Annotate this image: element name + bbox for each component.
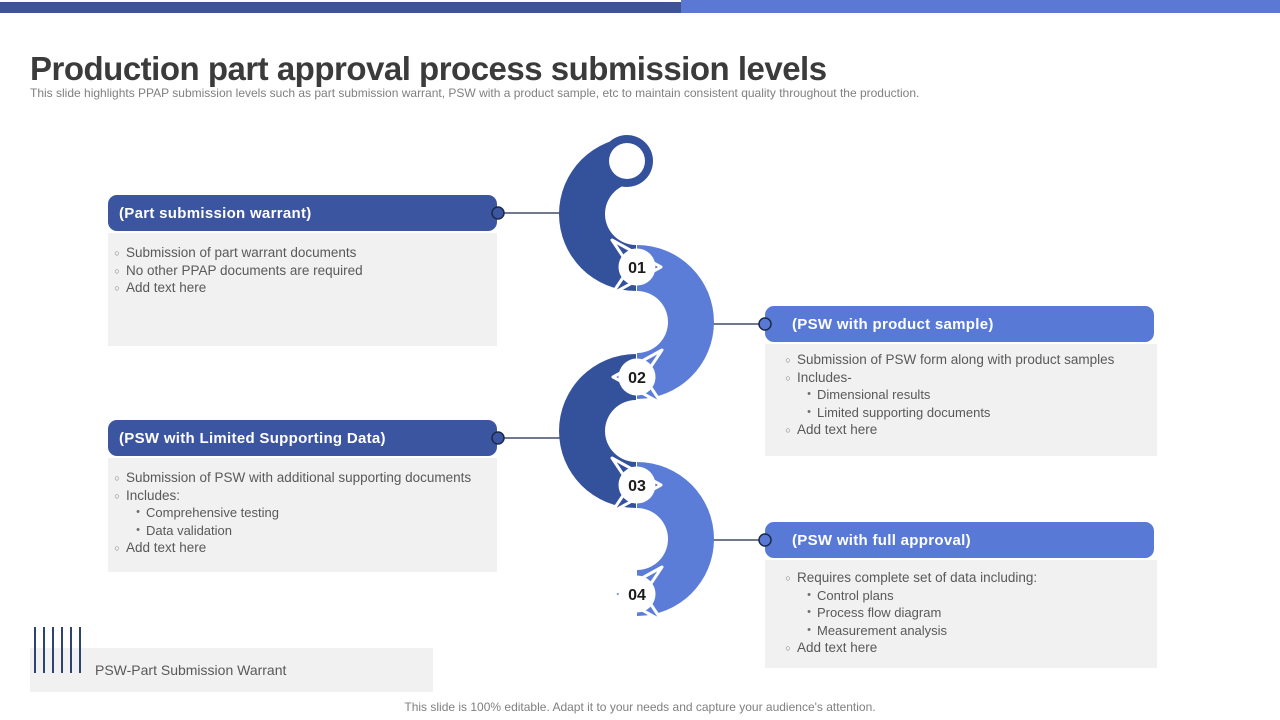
step2-number-circle: [618, 358, 656, 396]
bullet-marker: •: [136, 506, 140, 518]
bullet-marker: •: [807, 606, 811, 618]
list-item: ○ Includes:: [108, 487, 483, 505]
bullet-text: Add text here: [126, 280, 207, 295]
bullet-marker: ○: [114, 490, 120, 501]
top-accent-bar-dark: [0, 2, 681, 13]
bullet-marker: ○: [114, 283, 120, 293]
hatch-lines-icon: [34, 627, 82, 673]
bullet-marker: ○: [114, 543, 120, 553]
arrow-step1-icon: [610, 238, 663, 296]
bullet-marker: ○: [785, 573, 791, 583]
bullet-text: Data validation: [146, 522, 232, 538]
step1-header-label: (Part submission warrant): [119, 204, 312, 222]
start-circle: [609, 143, 645, 179]
bullet-text: Submission of PSW with additional suppor…: [126, 470, 472, 485]
start-ring: [601, 135, 653, 187]
bullet-text: Dimensional results: [817, 387, 931, 402]
bullet-marker: •: [136, 523, 140, 536]
step3-number: 03: [628, 478, 646, 495]
bullet-text: Includes-: [797, 369, 852, 385]
arc-segment-4: [637, 462, 714, 616]
bullet-text: Submission of part warrant documents: [126, 245, 357, 260]
bullet-text: Add text here: [797, 640, 878, 655]
arc-segment-3: [559, 354, 636, 508]
list-item: ○ Submission of part warrant documents: [108, 244, 483, 262]
bullet-text: Includes:: [126, 487, 181, 503]
bullet-text: Measurement analysis: [817, 622, 948, 638]
bullet-text: Add text here: [797, 422, 878, 437]
list-item: ○ Add text here: [108, 539, 483, 557]
bullet-marker: •: [807, 388, 811, 400]
slide-title: Production part approval process submiss…: [30, 50, 827, 88]
arc-segment-1: [559, 137, 636, 291]
bullet-text: Add text here: [126, 540, 207, 555]
step3-header-label: (PSW with Limited Supporting Data): [119, 429, 386, 447]
bullet-marker: ○: [785, 372, 791, 383]
list-item: ○ Submission of PSW form along with produ…: [779, 351, 1133, 369]
bullet-text: Process flow diagram: [817, 605, 942, 620]
bullet-marker: ○: [785, 355, 791, 365]
list-item: ○ No other PPAP documents are required: [108, 262, 483, 280]
step1-number-circle: [618, 248, 656, 286]
arrow-step2-icon: [611, 348, 664, 406]
bullet-marker: ○: [114, 265, 120, 276]
bullet-marker: ○: [785, 425, 791, 435]
step1-header: (Part submission warrant): [108, 195, 497, 231]
arrow-step4-icon: [611, 565, 664, 623]
legend-label: PSW-Part Submission Warrant: [95, 662, 287, 678]
list-item: ○ Submission of PSW with additional suppo…: [108, 469, 483, 487]
step4-header-label: (PSW with full approval): [792, 531, 971, 549]
bullet-text: Requires complete set of data including:: [797, 570, 1038, 585]
step4-header: (PSW with full approval): [765, 522, 1154, 558]
step4-bullet-list: ○ Requires complete set of data including…: [779, 569, 1133, 657]
list-item: ○ Includes-: [779, 369, 1133, 387]
list-item: • Limited supporting documents: [779, 404, 1133, 422]
step2-header-label: (PSW with product sample): [792, 315, 994, 333]
step3-number-circle: [618, 466, 656, 504]
step1-number: 01: [628, 260, 646, 277]
step4-body: ○ Requires complete set of data including…: [765, 560, 1157, 668]
arc-segment-2: [637, 245, 714, 399]
list-item: • Control plans: [779, 587, 1133, 605]
step1-body: ○ Submission of part warrant documents ○ N…: [108, 233, 497, 346]
bullet-text: Submission of PSW form along with produc…: [797, 352, 1115, 367]
list-item: ○ Requires complete set of data including…: [779, 569, 1133, 587]
step3-bullet-list: ○ Submission of PSW with additional suppo…: [108, 469, 483, 557]
step3-header: (PSW with Limited Supporting Data): [108, 420, 497, 456]
step1-bullet-list: ○ Submission of part warrant documents ○ N…: [108, 244, 483, 297]
step4-number-circle: [618, 575, 656, 613]
list-item: ○ Add text here: [779, 639, 1133, 657]
bullet-marker: •: [807, 623, 811, 636]
bullet-text: Limited supporting documents: [817, 404, 991, 420]
bullet-marker: •: [807, 588, 811, 601]
bullet-marker: •: [807, 405, 811, 418]
list-item: • Process flow diagram: [779, 604, 1133, 622]
list-item: • Dimensional results: [779, 386, 1133, 404]
footer-note: This slide is 100% editable. Adapt it to…: [404, 700, 876, 714]
list-item: ○ Add text here: [108, 279, 483, 297]
step2-body: ○ Submission of PSW form along with produ…: [765, 344, 1157, 456]
step2-number: 02: [628, 370, 646, 387]
step4-number: 04: [628, 587, 646, 604]
bullet-text: Comprehensive testing: [146, 505, 279, 520]
slide-subtitle: This slide highlights PPAP submission le…: [30, 86, 920, 100]
top-accent-bar-light: [681, 0, 1280, 13]
bullet-marker: ○: [785, 643, 791, 653]
list-item: • Data validation: [108, 522, 483, 540]
list-item: • Measurement analysis: [779, 622, 1133, 640]
bullet-marker: ○: [114, 473, 120, 483]
legend-box: PSW-Part Submission Warrant: [30, 648, 433, 692]
step2-header: (PSW with product sample): [765, 306, 1154, 342]
bullet-text: No other PPAP documents are required: [126, 262, 363, 278]
bullet-text: Control plans: [817, 587, 894, 603]
bullet-marker: ○: [114, 248, 120, 258]
list-item: ○ Add text here: [779, 421, 1133, 439]
step2-bullet-list: ○ Submission of PSW form along with produ…: [779, 351, 1133, 439]
list-item: • Comprehensive testing: [108, 504, 483, 522]
arrow-step3-icon: [610, 456, 663, 514]
step3-body: ○ Submission of PSW with additional suppo…: [108, 458, 497, 572]
